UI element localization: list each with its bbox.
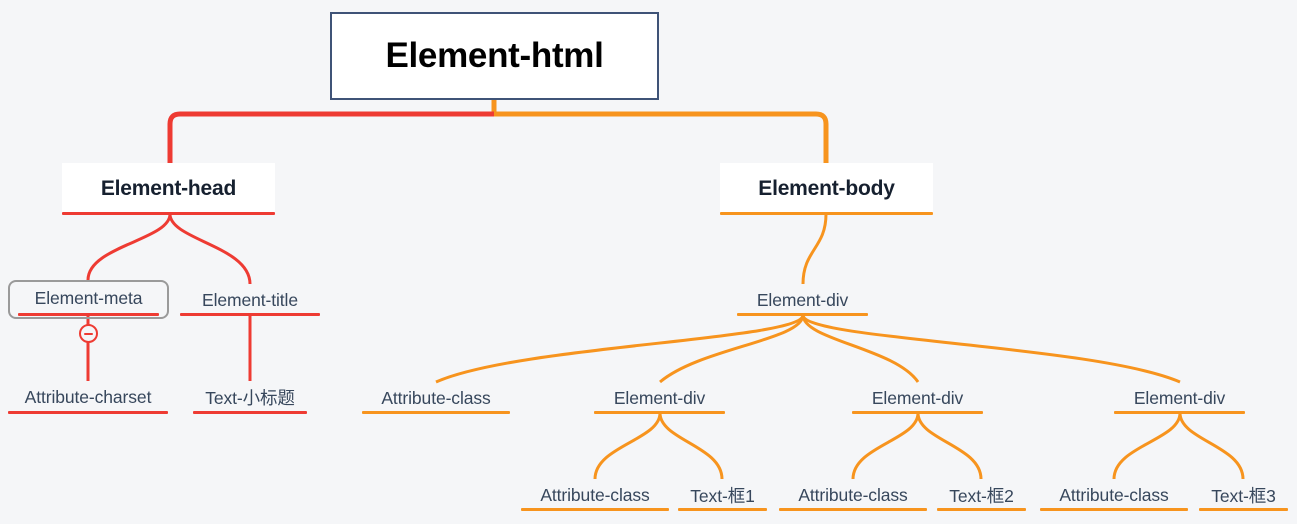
underline-attribute-class-2 (779, 508, 927, 511)
edge-head-to-title (168, 213, 252, 285)
node-attribute-class-3[interactable]: Attribute-class (1040, 481, 1188, 509)
node-text-box-3-label: Text-框3 (1211, 485, 1276, 506)
underline-attribute-class-3 (1040, 508, 1188, 511)
edge-body-to-div (801, 213, 828, 285)
node-text-box-1-label: Text-框1 (690, 485, 755, 506)
node-element-html[interactable]: Element-html (330, 12, 659, 100)
node-text-subtitle-label: Text-小标题 (205, 387, 295, 408)
node-body-element-div[interactable]: Element-div (737, 286, 868, 314)
node-text-box-1[interactable]: Text-框1 (678, 481, 767, 509)
edge-div-to-div2 (801, 314, 920, 383)
edge-div2-to-attr (851, 412, 920, 480)
node-element-div-2[interactable]: Element-div (852, 384, 983, 412)
underline-attribute-class-1 (521, 508, 669, 511)
node-element-html-label: Element-html (385, 36, 604, 75)
selection-outline-element-meta[interactable] (8, 280, 169, 319)
underline-element-head (62, 212, 275, 215)
underline-element-meta (18, 313, 159, 316)
node-element-meta-label: Element-meta (34, 287, 143, 308)
node-element-div-2-label: Element-div (871, 387, 964, 408)
underline-element-body (720, 212, 933, 215)
node-element-div-1-label: Element-div (613, 387, 706, 408)
node-element-body[interactable]: Element-body (720, 163, 933, 214)
edge-div-to-attr-class (435, 314, 805, 384)
node-body-element-div-label: Element-div (756, 289, 849, 310)
node-attribute-class-1-label: Attribute-class (540, 484, 650, 505)
underline-element-title (180, 313, 320, 316)
node-attribute-class-1[interactable]: Attribute-class (521, 481, 669, 509)
underline-text-subtitle (193, 411, 307, 414)
node-element-title-label: Element-title (202, 289, 298, 310)
edge-head-to-meta (86, 213, 172, 281)
minus-circle-icon[interactable] (79, 324, 98, 343)
node-text-subtitle[interactable]: Text-小标题 (193, 383, 307, 411)
node-attribute-class-3-label: Attribute-class (1059, 484, 1169, 505)
underline-attribute-class-0 (362, 411, 510, 414)
node-element-title[interactable]: Element-title (180, 286, 320, 314)
edge-div1-to-attr (593, 412, 662, 480)
underline-text-box-3 (1199, 508, 1288, 511)
node-text-box-2[interactable]: Text-框2 (937, 481, 1026, 509)
underline-text-box-1 (678, 508, 767, 511)
edge-div-to-div3 (801, 314, 1181, 384)
edge-div2-to-text (916, 412, 983, 480)
minus-glyph (84, 332, 93, 335)
underline-element-div-1 (594, 411, 725, 414)
node-element-head-label: Element-head (100, 176, 237, 200)
edge-div3-to-attr (1112, 412, 1182, 480)
node-attribute-charset-label: Attribute-charset (24, 386, 152, 407)
edge-div1-to-text (658, 412, 724, 480)
underline-element-div-2 (852, 411, 983, 414)
edge-root-to-body (494, 111, 829, 163)
node-text-box-2-label: Text-框2 (949, 485, 1014, 506)
node-attribute-class-2[interactable]: Attribute-class (779, 481, 927, 509)
node-element-div-1[interactable]: Element-div (594, 384, 725, 412)
node-attribute-class-2-label: Attribute-class (798, 484, 908, 505)
underline-element-div-3 (1114, 411, 1245, 414)
underline-attribute-charset (8, 411, 168, 414)
node-text-box-3[interactable]: Text-框3 (1199, 481, 1288, 509)
node-element-meta[interactable]: Element-meta (16, 284, 161, 312)
underline-body-element-div (737, 313, 868, 316)
edge-root-to-head (167, 111, 494, 163)
node-attribute-class-0-label: Attribute-class (381, 387, 491, 408)
edge-div3-to-text (1178, 412, 1245, 480)
node-attribute-class-0[interactable]: Attribute-class (362, 384, 510, 412)
underline-text-box-2 (937, 508, 1026, 511)
edge-div-to-div1 (659, 314, 805, 384)
node-element-div-3[interactable]: Element-div (1114, 384, 1245, 412)
node-element-div-3-label: Element-div (1133, 387, 1226, 408)
node-element-body-label: Element-body (758, 176, 895, 200)
node-element-head[interactable]: Element-head (62, 163, 275, 214)
node-attribute-charset[interactable]: Attribute-charset (8, 383, 168, 411)
